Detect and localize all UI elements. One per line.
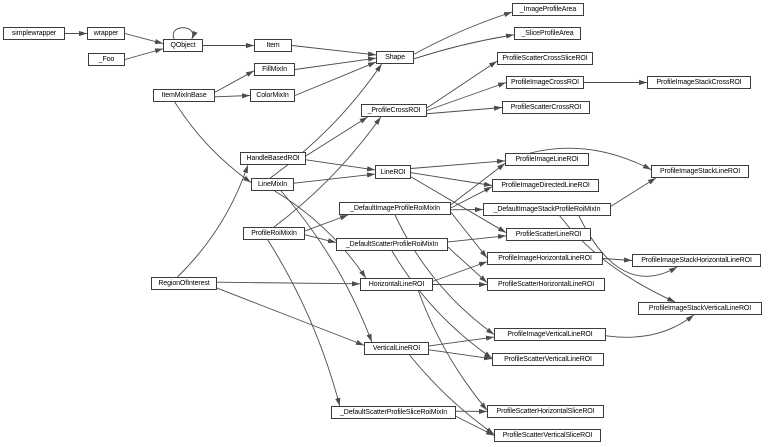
class-node-wrapper[interactable]: wrapper bbox=[87, 27, 125, 40]
class-node-RegionOfInterest[interactable]: RegionOfInterest bbox=[151, 277, 217, 290]
class-node-VerticalLineROI[interactable]: VerticalLineROI bbox=[364, 342, 429, 355]
class-node-HorizontalLineROI[interactable]: HorizontalLineROI bbox=[360, 278, 433, 291]
class-node-_SliceProfileArea[interactable]: _SliceProfileArea bbox=[514, 27, 581, 40]
edge-RegionOfInterest-to-HandleBasedROI bbox=[177, 164, 249, 278]
edge-wrapper-to-QObject bbox=[124, 33, 164, 45]
class-node-FillMixIn[interactable]: FillMixIn bbox=[254, 63, 295, 76]
class-node-ColorMixIn[interactable]: ColorMixIn bbox=[250, 89, 295, 102]
class-node-ProfileRoiMixIn[interactable]: ProfileRoiMixIn bbox=[243, 227, 305, 240]
class-node-ProfileImageStackVerticalLineROI[interactable]: ProfileImageStackVerticalLineROI bbox=[638, 302, 762, 315]
edge-_DefaultImageProfileRoiMixIn-to-ProfileImageHorizontalLineROI bbox=[450, 212, 488, 259]
edge-LineROI-to-ProfileScatterLineROI bbox=[410, 176, 507, 233]
class-node-_ProfileCrossROI[interactable]: _ProfileCrossROI bbox=[361, 104, 427, 117]
class-node-ProfileImageCrossROI[interactable]: ProfileImageCrossROI bbox=[506, 76, 584, 89]
edge-Item-to-Shape bbox=[291, 45, 377, 57]
edge-ProfileImageVerticalLineROI-to-ProfileImageStackVerticalLineROI bbox=[605, 314, 695, 338]
class-node-ProfileScatterCrossROI[interactable]: ProfileScatterCrossROI bbox=[502, 101, 590, 114]
class-node-_DefaultScatterProfileSliceRoiMixIn[interactable]: _DefaultScatterProfileSliceRoiMixIn bbox=[331, 406, 456, 419]
class-node-_DefaultScatterProfileRoiMixIn[interactable]: _DefaultScatterProfileRoiMixIn bbox=[336, 238, 448, 251]
edge-ColorMixIn-to-Shape bbox=[294, 61, 377, 96]
class-node-ProfileImageLineROI[interactable]: ProfileImageLineROI bbox=[505, 153, 589, 166]
class-node-_Foo[interactable]: _Foo bbox=[88, 53, 125, 66]
edge-VerticalLineROI-to-ProfileScatterVerticalLineROI bbox=[428, 349, 493, 361]
edge-ItemMixInBase-to-ColorMixIn bbox=[214, 93, 251, 99]
edge-ProfileRoiMixIn-to-_ProfileCrossROI bbox=[273, 116, 382, 228]
edge-ProfileRoiMixIn-to-_DefaultScatterProfileRoiMixIn bbox=[304, 234, 337, 244]
edge-ProfileImageHorizontalLineROI-to-ProfileImageStackHorizontalLineROI bbox=[602, 257, 633, 263]
class-node-ProfileScatterVerticalLineROI[interactable]: ProfileScatterVerticalLineROI bbox=[492, 353, 604, 366]
edge-LineMixIn-to-LineROI bbox=[293, 172, 376, 184]
class-node-ProfileImageStackLineROI[interactable]: ProfileImageStackLineROI bbox=[651, 165, 749, 178]
edge-_ProfileCrossROI-to-ProfileScatterCrossROI bbox=[426, 105, 503, 115]
class-node-Shape[interactable]: Shape bbox=[376, 51, 414, 64]
class-node-_DefaultImageProfileRoiMixIn[interactable]: _DefaultImageProfileRoiMixIn bbox=[339, 202, 451, 215]
edge-_DefaultImageProfileRoiMixIn-to-ProfileImageLineROI bbox=[450, 163, 506, 205]
edge-_ProfileCrossROI-to-ProfileScatterCrossSliceROI bbox=[426, 60, 498, 109]
edge-VerticalLineROI-to-ProfileImageVerticalLineROI bbox=[428, 335, 495, 347]
class-node-_DefaultImageStackProfileRoiMixIn[interactable]: _DefaultImageStackProfileRoiMixIn bbox=[483, 203, 611, 216]
edge-ProfileRoiMixIn-to-_DefaultScatterProfileSliceRoiMixIn bbox=[267, 239, 341, 407]
edge-LineMixIn-to-HorizontalLineROI bbox=[274, 190, 367, 279]
class-node-ItemMixInBase[interactable]: ItemMixInBase bbox=[153, 89, 215, 102]
edge-VerticalLineROI-to-ProfileScatterVerticalSliceROI bbox=[409, 354, 495, 435]
class-node-HandleBasedROI[interactable]: HandleBasedROI bbox=[240, 152, 306, 165]
edge-LineMixIn-to-VerticalLineROI bbox=[280, 190, 373, 343]
edge-HandleBasedROI-to-LineROI bbox=[305, 159, 376, 172]
edge-RegionOfInterest-to-HorizontalLineROI bbox=[216, 281, 361, 287]
edge-_DefaultScatterProfileRoiMixIn-to-ProfileScatterVerticalLineROI bbox=[391, 250, 493, 359]
edge-_Foo-to-QObject bbox=[124, 48, 164, 60]
edge-ProfileImageLineROI-to-ProfileImageStackLineROI bbox=[530, 147, 652, 170]
edge-_DefaultScatterProfileRoiMixIn-to-ProfileScatterHorizontalLineROI bbox=[447, 246, 488, 283]
class-node-Item[interactable]: Item bbox=[254, 39, 292, 52]
edge-_DefaultImageProfileRoiMixIn-to-ProfileImageDirectedLineROI bbox=[450, 186, 493, 209]
class-node-ProfileImageVerticalLineROI[interactable]: ProfileImageVerticalLineROI bbox=[494, 328, 606, 341]
edge-_DefaultImageProfileRoiMixIn-to-ProfileImageVerticalLineROI bbox=[394, 214, 495, 335]
edge-HandleBasedROI-to-_ProfileCrossROI bbox=[305, 116, 368, 157]
edge-HorizontalLineROI-to-ProfileImageHorizontalLineROI bbox=[432, 261, 488, 282]
class-node-QObject[interactable]: QObject bbox=[163, 39, 203, 52]
edge-_DefaultImageStackProfileRoiMixIn-to-ProfileImageStackLineROI bbox=[610, 177, 657, 207]
edge-ProfileRoiMixIn-to-_DefaultImageProfileRoiMixIn bbox=[304, 214, 349, 232]
class-node-ProfileImageStackHorizontalLineROI[interactable]: ProfileImageStackHorizontalLineROI bbox=[632, 254, 761, 267]
edge-ItemMixInBase-to-LineMixIn bbox=[174, 101, 252, 183]
edge-_DefaultImageStackProfileRoiMixIn-to-ProfileImageStackHorizontalLineROI bbox=[578, 215, 678, 277]
edge-LineROI-to-ProfileImageLineROI bbox=[410, 158, 506, 169]
class-node-LineMixIn[interactable]: LineMixIn bbox=[251, 178, 294, 191]
edge-QObject-to-QObject bbox=[172, 27, 198, 40]
class-node-ProfileScatterLineROI[interactable]: ProfileScatterLineROI bbox=[506, 228, 591, 241]
edge-_ProfileCrossROI-to-ProfileImageCrossROI bbox=[426, 82, 507, 111]
edge-FillMixIn-to-Shape bbox=[294, 56, 377, 70]
class-node-ProfileImageDirectedLineROI[interactable]: ProfileImageDirectedLineROI bbox=[492, 179, 599, 192]
class-node-ProfileImageHorizontalLineROI[interactable]: ProfileImageHorizontalLineROI bbox=[487, 252, 603, 265]
edge-_DefaultScatterProfileSliceRoiMixIn-to-ProfileScatterVerticalSliceROI bbox=[455, 415, 495, 436]
edge-HorizontalLineROI-to-ProfileScatterHorizontalSliceROI bbox=[417, 290, 488, 411]
class-node-ProfileScatterHorizontalLineROI[interactable]: ProfileScatterHorizontalLineROI bbox=[487, 278, 605, 291]
edge-_DefaultScatterProfileRoiMixIn-to-ProfileScatterLineROI bbox=[447, 234, 507, 243]
class-node-simplewrapper[interactable]: simplewrapper bbox=[3, 27, 65, 40]
edge-RegionOfInterest-to-VerticalLineROI bbox=[216, 287, 365, 346]
class-node-ProfileScatterVerticalSliceROI[interactable]: ProfileScatterVerticalSliceROI bbox=[494, 429, 601, 442]
class-node-LineROI[interactable]: LineROI bbox=[375, 165, 411, 179]
edge-LineMixIn-to-Shape bbox=[270, 63, 383, 179]
edge-Shape-to-_SliceProfileArea bbox=[413, 33, 515, 60]
edge-ItemMixInBase-to-FillMixIn bbox=[214, 70, 255, 93]
class-node-ProfileImageStackCrossROI[interactable]: ProfileImageStackCrossROI bbox=[647, 76, 751, 89]
edge-_DefaultImageStackProfileRoiMixIn-to-ProfileImageStackVerticalLineROI bbox=[559, 215, 676, 303]
class-node-ProfileScatterHorizontalSliceROI[interactable]: ProfileScatterHorizontalSliceROI bbox=[487, 405, 604, 418]
class-node-_ImageProfileArea[interactable]: _ImageProfileArea bbox=[512, 3, 584, 16]
class-node-ProfileScatterCrossSliceROI[interactable]: ProfileScatterCrossSliceROI bbox=[497, 52, 593, 65]
edge-Shape-to-_ImageProfileArea bbox=[413, 11, 513, 55]
